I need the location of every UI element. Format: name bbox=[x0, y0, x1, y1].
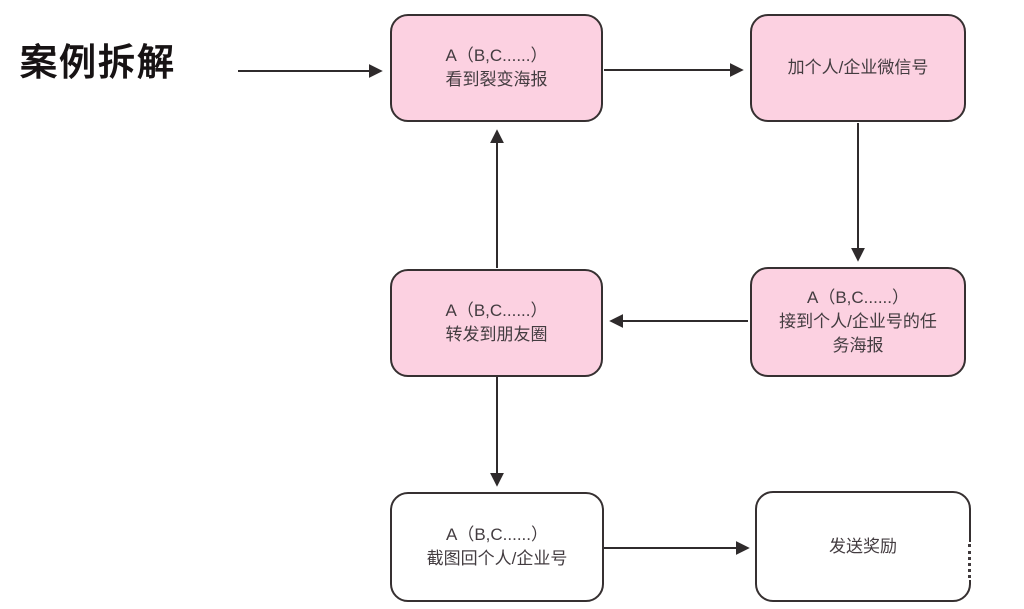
box-add-wechat-line1: 加个人/企业微信号 bbox=[787, 58, 929, 77]
box-receive-task-poster-line1: A（B,C......） bbox=[806, 288, 910, 307]
box-see-poster: A（B,C......） 看到裂变海报 bbox=[390, 14, 603, 122]
box-screenshot-reply: A（B,C......） 截图回个人/企业号 bbox=[390, 492, 604, 602]
box-screenshot-reply-line1: A（B,C......） bbox=[445, 525, 549, 544]
box-forward-moments-line1: A（B,C......） bbox=[445, 301, 548, 320]
watermark-gap bbox=[966, 542, 974, 580]
box-send-reward: 发送奖励 bbox=[755, 491, 971, 602]
box-add-wechat: 加个人/企业微信号 bbox=[750, 14, 966, 122]
box-receive-task-poster-line3: 务海报 bbox=[832, 336, 884, 355]
box-send-reward-line1: 发送奖励 bbox=[829, 536, 897, 556]
page-title: 案例拆解 bbox=[20, 42, 176, 83]
box-see-poster-line2: 看到裂变海报 bbox=[445, 70, 548, 89]
box-forward-moments: A（B,C......） 转发到朋友圈 bbox=[390, 269, 603, 377]
box-receive-task-poster-line2: 接到个人/企业号的任 bbox=[779, 312, 937, 331]
box-screenshot-reply-line2: 截图回个人/企业号 bbox=[426, 549, 568, 568]
box-receive-task-poster: A（B,C......） 接到个人/企业号的任 务海报 bbox=[750, 267, 966, 377]
box-see-poster-line1: A（B,C......） bbox=[445, 46, 548, 65]
box-forward-moments-line2: 转发到朋友圈 bbox=[445, 325, 548, 344]
